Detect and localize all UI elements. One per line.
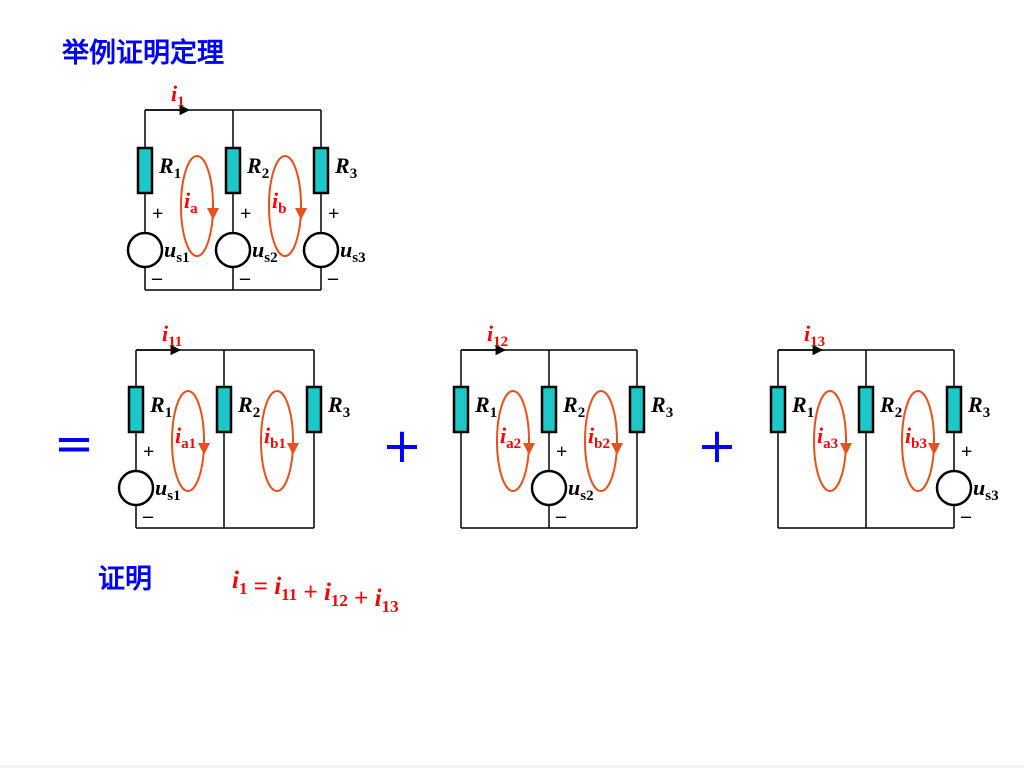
page-title: 举例证明定理 xyxy=(61,37,224,69)
resistor-R2 xyxy=(224,146,242,195)
voltage-source-s1 xyxy=(126,231,164,269)
resistor-label-R3: R3 xyxy=(327,392,350,421)
plus-sign: + xyxy=(152,203,163,225)
minus-sign: – xyxy=(555,505,567,527)
minus-sign: – xyxy=(327,267,339,289)
mesh-current-label-b1: ib1 xyxy=(264,423,286,452)
source-label-s1: us1 xyxy=(155,475,181,504)
resistor-R3 xyxy=(312,146,330,195)
resistor-R2 xyxy=(540,385,558,434)
resistor-label-R3: R3 xyxy=(334,153,357,182)
voltage-source-s3 xyxy=(302,231,340,269)
voltage-source-s2 xyxy=(530,469,568,507)
plus-sign: + xyxy=(556,441,567,463)
resistor-label-R1: R1 xyxy=(474,392,497,421)
mesh-current-label-a1: ia1 xyxy=(175,423,196,452)
minus-sign: – xyxy=(142,505,154,527)
circuit-sub1: + –us1 R1 R2 R3 i11 ia1 ib1 xyxy=(117,321,350,529)
plus-sign: + xyxy=(240,203,251,225)
plus-sign: + xyxy=(961,441,972,463)
branch-current-label: i11 xyxy=(162,321,182,350)
resistor-R1 xyxy=(452,385,470,434)
voltage-source-s1 xyxy=(117,469,155,507)
plus-operator-1: + xyxy=(382,418,422,474)
plus-operator-2: + xyxy=(697,418,737,474)
resistor-R3 xyxy=(945,385,963,434)
mesh-current-label-a3: ia3 xyxy=(817,423,838,452)
superposition-equation: i1 = i11 + i12 + i13 xyxy=(232,567,399,616)
resistor-label-R1: R1 xyxy=(149,392,172,421)
resistor-R3 xyxy=(305,385,323,434)
resistor-R1 xyxy=(127,385,145,434)
voltage-source-s2 xyxy=(214,231,252,269)
mesh-current-label-a2: ia2 xyxy=(500,423,521,452)
resistor-label-R2: R2 xyxy=(562,392,585,421)
minus-sign: – xyxy=(960,505,972,527)
mesh-current-label-b: ib xyxy=(272,188,286,217)
plus-sign: + xyxy=(143,441,154,463)
mesh-current-label-b2: ib2 xyxy=(588,423,610,452)
resistor-label-R2: R2 xyxy=(246,153,269,182)
circuit-sub3: R1 R2 + –us3 R3 i13 ia3 ib3 xyxy=(769,321,999,529)
resistor-label-R1: R1 xyxy=(791,392,814,421)
minus-sign: – xyxy=(151,267,163,289)
mesh-current-label-a: ia xyxy=(184,188,198,217)
resistor-label-R1: R1 xyxy=(158,153,181,182)
plus-sign: + xyxy=(328,203,339,225)
resistor-label-R3: R3 xyxy=(650,392,673,421)
proof-label: 证明 xyxy=(98,564,152,595)
source-label-s1: us1 xyxy=(164,237,190,266)
resistor-R2 xyxy=(215,385,233,434)
voltage-source-s3 xyxy=(935,469,973,507)
mesh-current-label-b3: ib3 xyxy=(905,423,927,452)
resistor-label-R2: R2 xyxy=(237,392,260,421)
resistor-R3 xyxy=(628,385,646,434)
source-label-s3: us3 xyxy=(973,475,999,504)
source-label-s2: us2 xyxy=(252,237,278,266)
resistor-R1 xyxy=(769,385,787,434)
resistor-label-R3: R3 xyxy=(967,392,990,421)
footer-divider xyxy=(0,765,1024,768)
resistor-R1 xyxy=(136,146,154,195)
source-label-s3: us3 xyxy=(340,237,366,266)
minus-sign: – xyxy=(239,267,251,289)
branch-current-label: i13 xyxy=(804,321,825,350)
branch-current-label: i12 xyxy=(487,321,508,350)
source-label-s2: us2 xyxy=(568,475,594,504)
branch-current-label: i1 xyxy=(171,81,185,110)
circuit-sub2: R1 + –us2 R2 R3 i12 ia2 ib2 xyxy=(452,321,673,529)
equals-operator: = xyxy=(54,416,94,472)
resistor-R2 xyxy=(857,385,875,434)
resistor-label-R2: R2 xyxy=(879,392,902,421)
